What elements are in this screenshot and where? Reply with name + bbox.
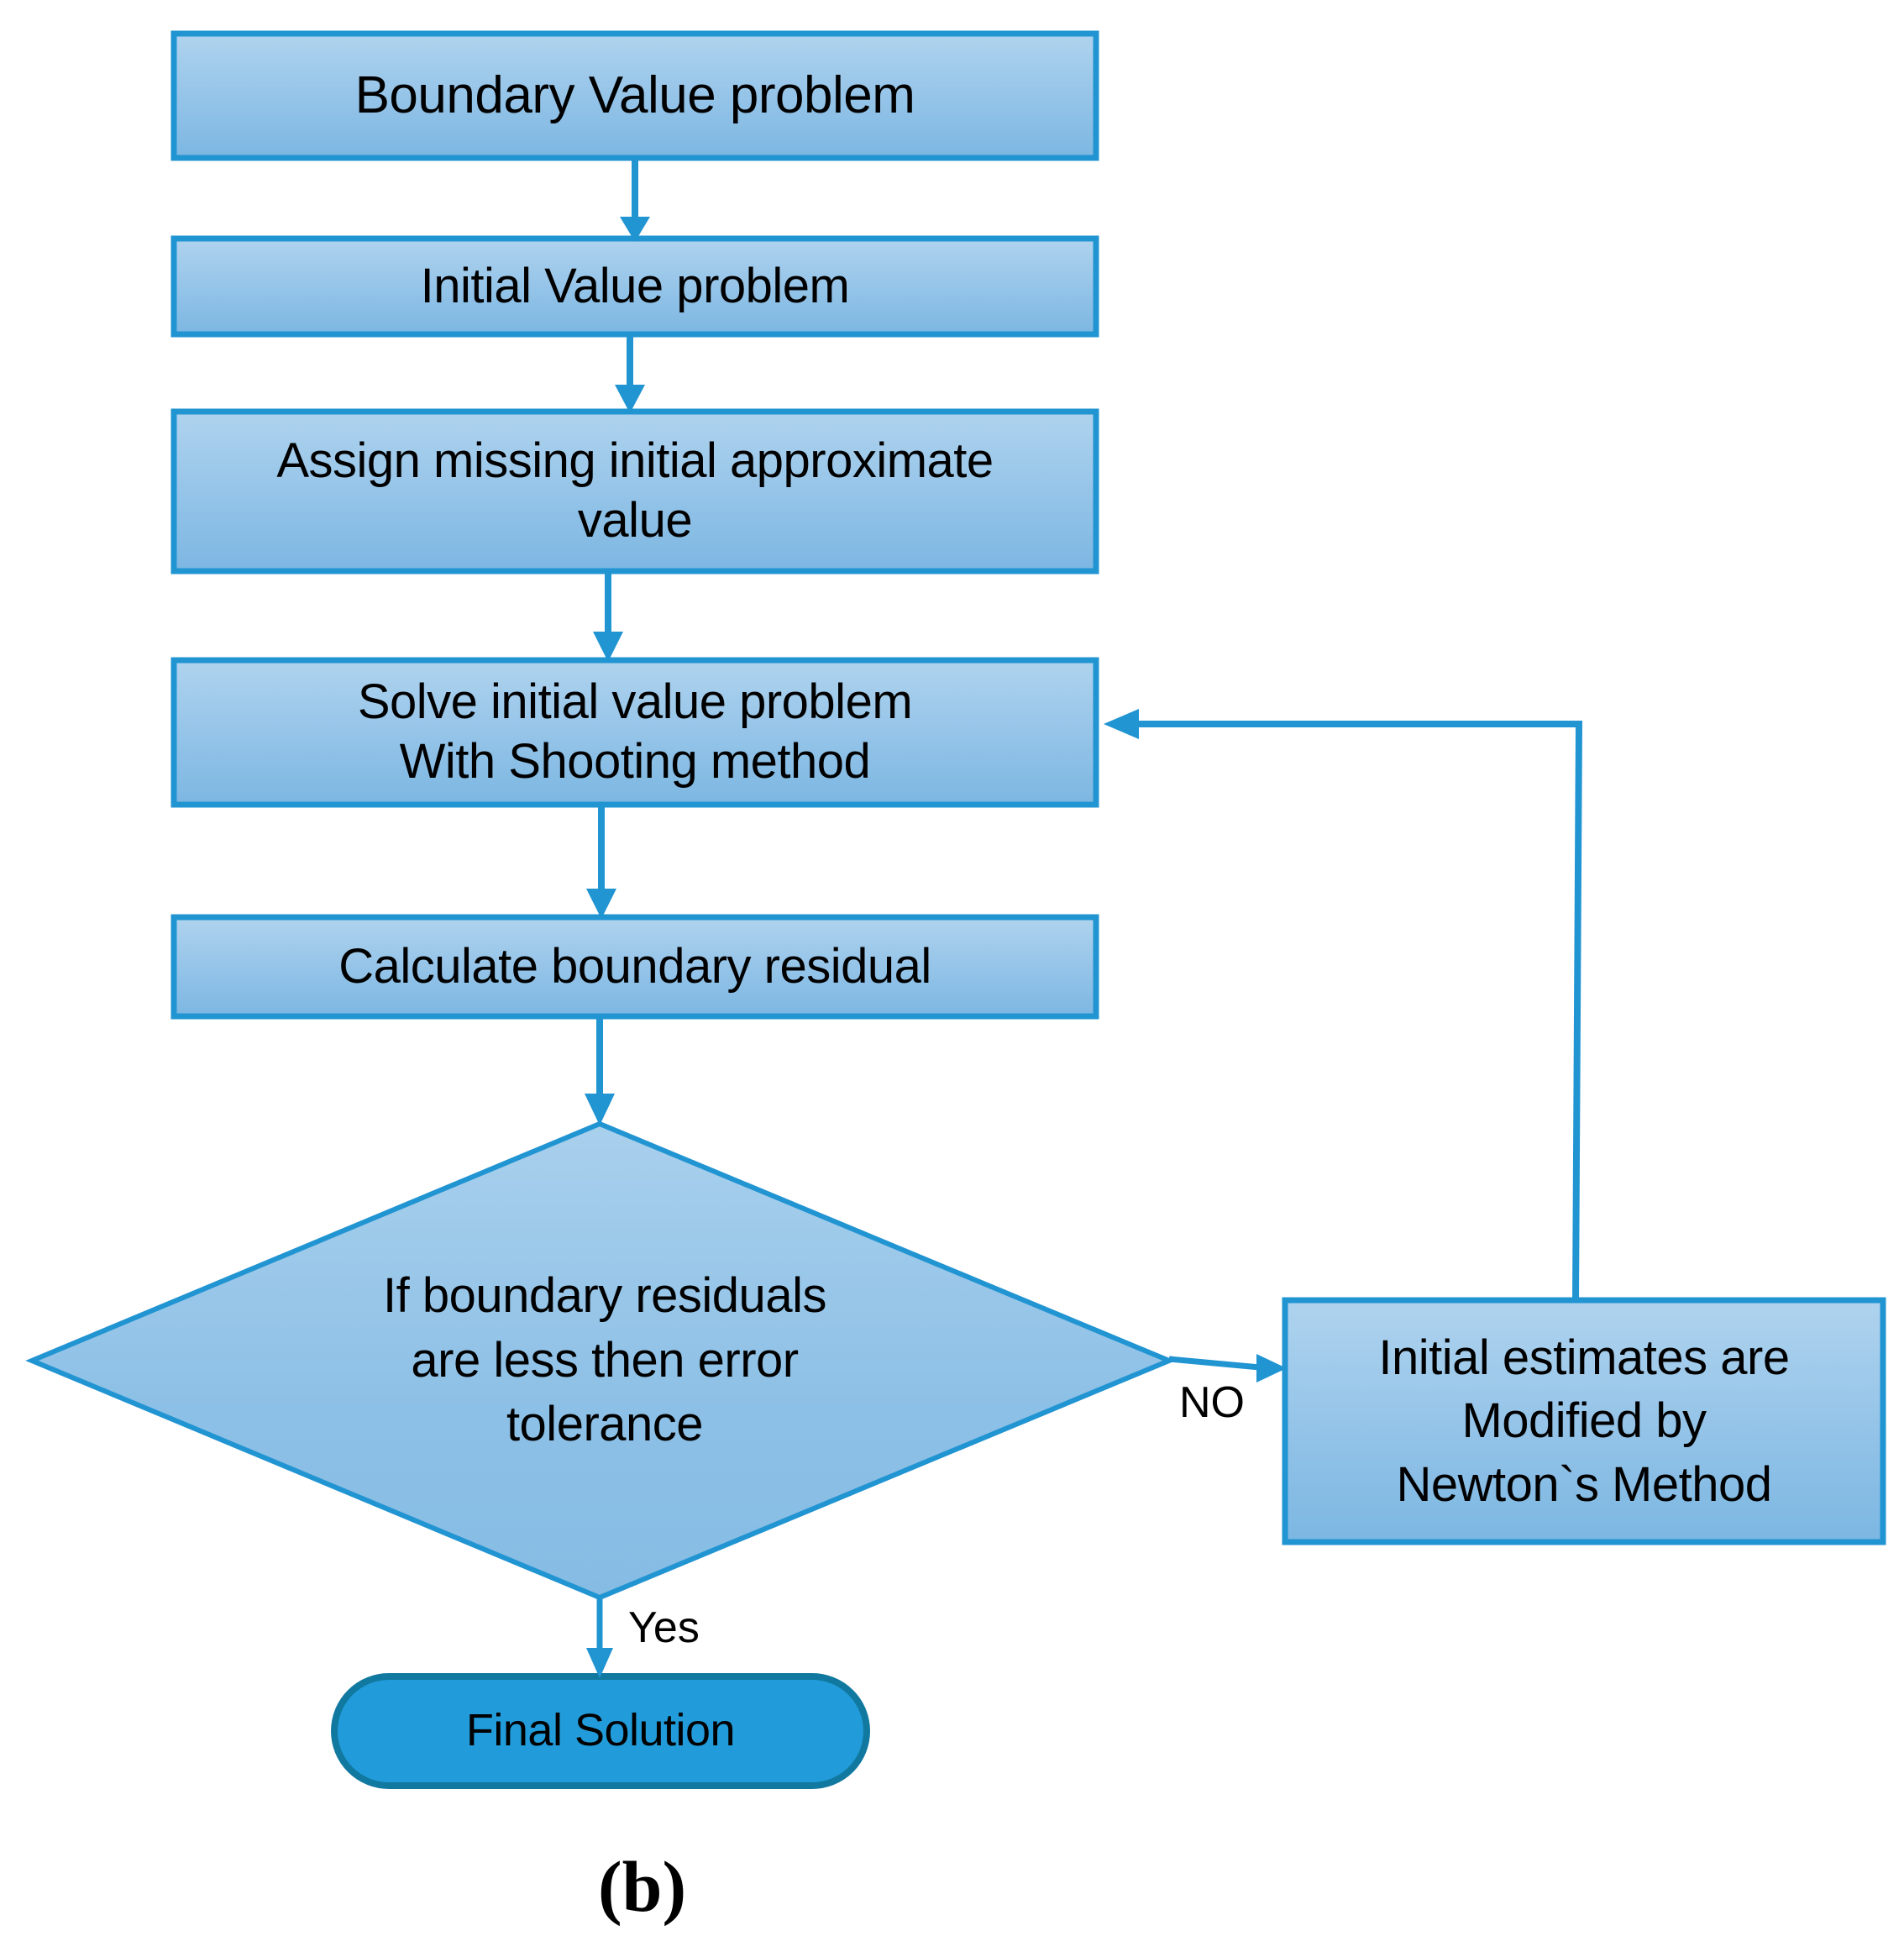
- node-newton-modify[interactable]: [1282, 1297, 1886, 1545]
- edge-decision-to-newton: [1168, 1354, 1287, 1382]
- node-solve-initial-value-problem[interactable]: [170, 657, 1099, 808]
- edge-label-no: NO: [1179, 1378, 1245, 1427]
- node-boundary-value-problem[interactable]: [170, 30, 1099, 161]
- node-final-solution[interactable]: [331, 1673, 870, 1789]
- node-initial-value-problem[interactable]: [170, 235, 1099, 338]
- edge-decision-to-final-solution: [586, 1598, 613, 1678]
- node-assign-missing-initial-approximate-value[interactable]: [170, 408, 1099, 575]
- edge-assign-to-solve: [593, 571, 623, 662]
- node-residual-decision[interactable]: [25, 1120, 1176, 1601]
- figure-caption: (b): [598, 1846, 687, 1927]
- edge-newton-to-solve-loop: [1104, 709, 1583, 1301]
- edge-initial-to-assign: [615, 334, 645, 413]
- edge-solve-to-calculate: [586, 805, 616, 919]
- node-calculate-boundary-residual[interactable]: [170, 914, 1099, 1020]
- edge-boundary-to-initial: [620, 158, 650, 242]
- edge-label-yes: Yes: [628, 1603, 700, 1652]
- edge-calculate-to-decision: [585, 1016, 615, 1125]
